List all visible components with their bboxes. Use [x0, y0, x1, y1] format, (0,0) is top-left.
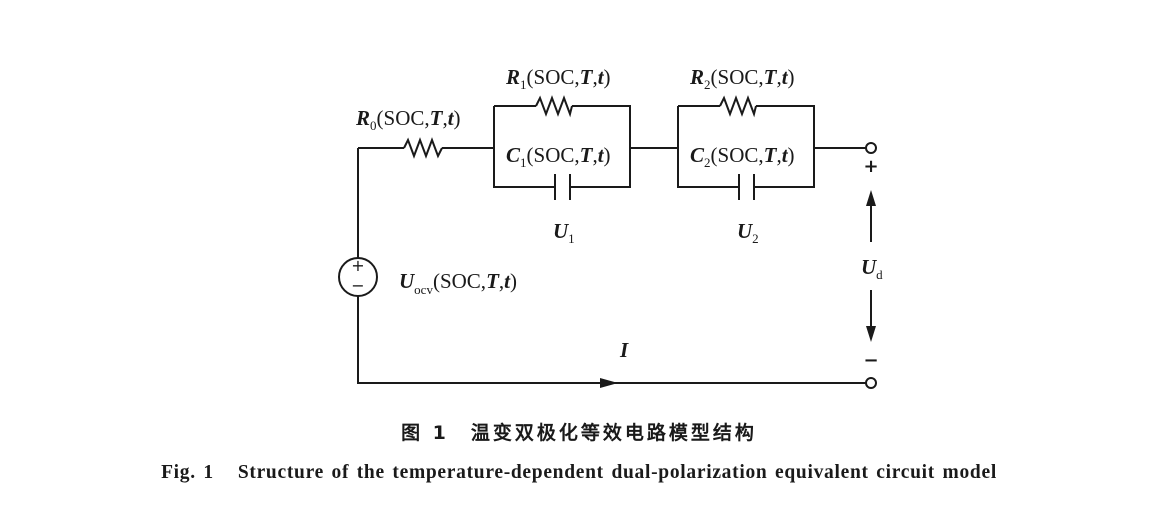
resistor-r2 — [719, 95, 757, 118]
caption-chinese-text: 温变双极化等效电路模型结构 — [470, 422, 757, 444]
label-ud: Ud — [861, 255, 883, 282]
caption-chinese-number: 图 1 — [401, 422, 449, 444]
terminal-minus-sign: − — [863, 350, 878, 371]
caption-english-number: Fig. 1 — [161, 462, 214, 483]
caption-english-text: Structure of the temperature-dependent d… — [237, 462, 997, 483]
caption-chinese: 图 1 温变双极化等效电路模型结构 — [0, 418, 1158, 445]
source-minus-sign: − — [351, 276, 364, 295]
capacitor-c2 — [736, 174, 758, 200]
label-r1: R1(SOC,T,t) — [505, 65, 611, 92]
label-c2: C2(SOC,T,t) — [690, 143, 795, 170]
label-r0: R0(SOC,T,t) — [355, 106, 461, 133]
source-plus-sign: + — [351, 256, 364, 275]
current-arrow — [600, 378, 618, 388]
label-u1: U1 — [553, 219, 575, 246]
positive-terminal[interactable] — [865, 142, 877, 154]
negative-terminal[interactable] — [865, 377, 877, 389]
ud-arrow-up-head — [866, 190, 876, 206]
rc1-box — [493, 105, 631, 188]
capacitor-c1 — [552, 174, 574, 200]
wire-left-bottom — [357, 296, 866, 384]
label-u2: U2 — [737, 219, 759, 246]
label-c1: C1(SOC,T,t) — [506, 143, 611, 170]
label-r2: R2(SOC,T,t) — [689, 65, 795, 92]
rc2-box — [677, 105, 815, 188]
terminal-plus-sign: + — [863, 156, 878, 177]
caption-english: Fig. 1 Structure of the temperature-depen… — [0, 462, 1158, 484]
resistor-r0 — [403, 137, 443, 159]
label-uocv: Uocv(SOC,T,t) — [399, 269, 517, 297]
resistor-r1 — [535, 95, 573, 118]
label-current: I — [619, 338, 629, 362]
ud-arrow-down-head — [866, 326, 876, 342]
